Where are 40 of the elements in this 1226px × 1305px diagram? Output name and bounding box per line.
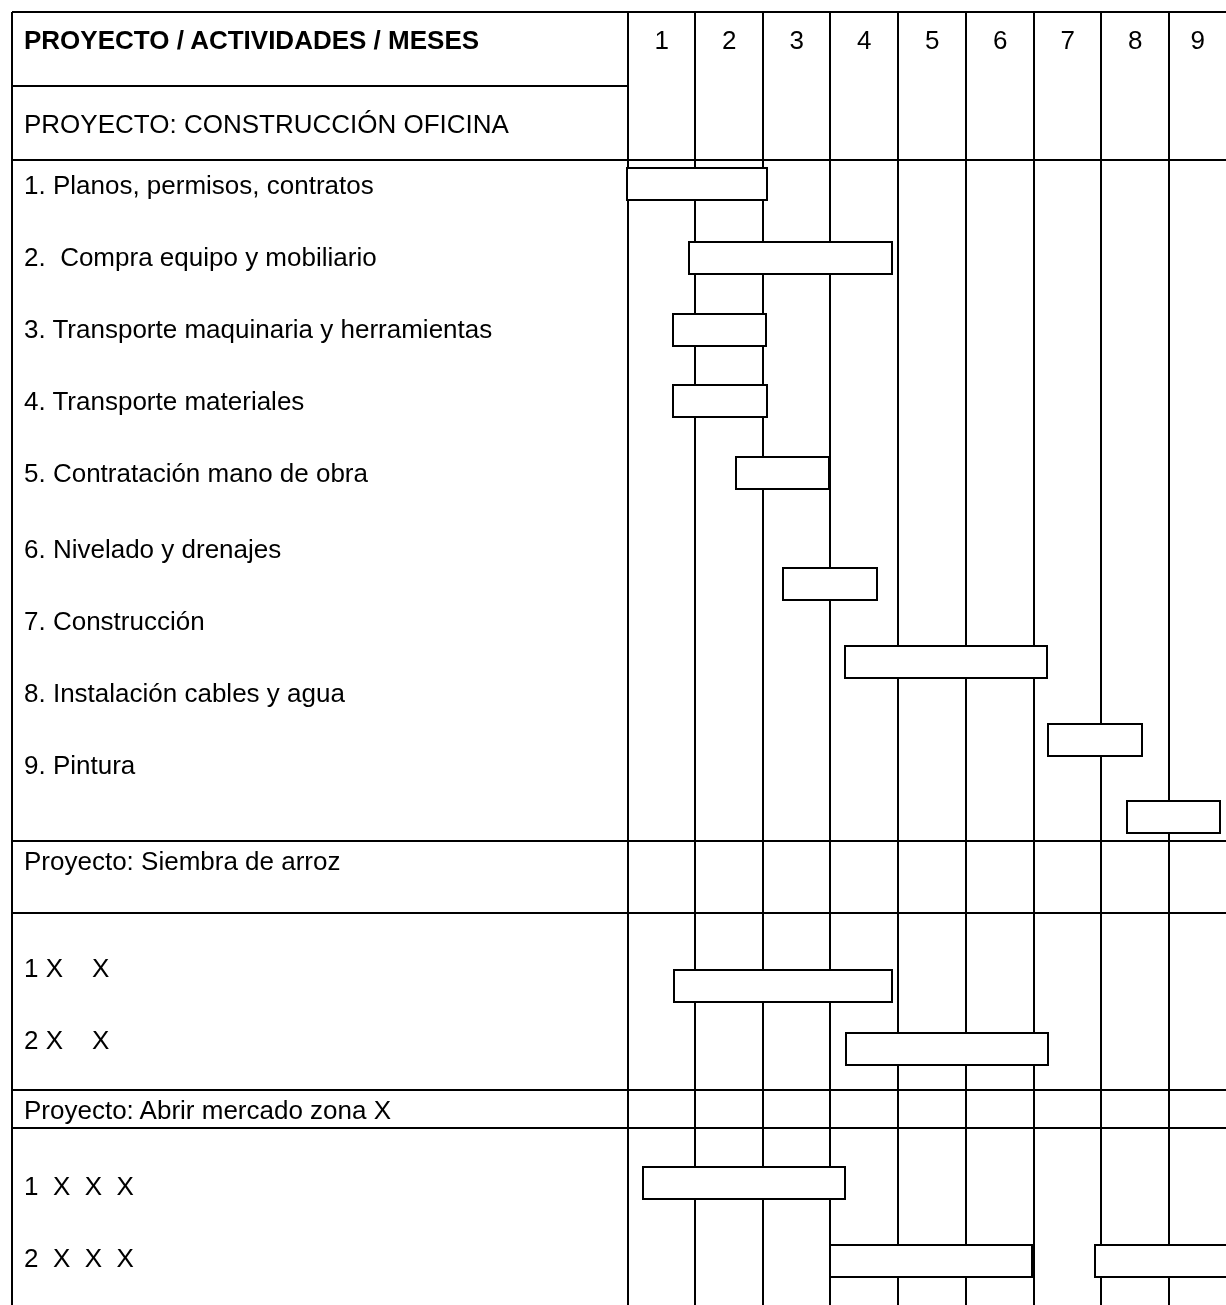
activity-label: 1 X X [24, 953, 110, 983]
month-number: 2 [722, 25, 737, 55]
gantt-bar [1094, 1244, 1226, 1278]
activity-label: 4. Transporte materiales [24, 386, 305, 416]
activity-label: 6. Nivelado y drenajes [24, 534, 282, 564]
activity-label: 9. Pintura [24, 750, 136, 780]
gantt-bar [1126, 800, 1221, 834]
month-number: 7 [1060, 25, 1075, 55]
project-title: Proyecto: Siembra de arroz [24, 846, 341, 876]
gantt-bar [845, 1032, 1049, 1066]
gantt-bar [735, 456, 830, 490]
activity-label: 8. Instalación cables y agua [24, 678, 345, 708]
gantt-bar [642, 1166, 846, 1200]
month-number: 5 [925, 25, 940, 55]
activity-label: 1. Planos, permisos, contratos [24, 170, 374, 200]
month-number: 9 [1190, 25, 1205, 55]
activity-label: 7. Construcción [24, 606, 205, 636]
project-title: Proyecto: Abrir mercado zona X [24, 1095, 392, 1125]
month-number: 8 [1128, 25, 1143, 55]
gantt-bar [688, 241, 893, 275]
month-number: 1 [654, 25, 669, 55]
activity-label: 2. Compra equipo y mobiliario [24, 242, 377, 272]
gantt-bar [672, 384, 768, 418]
gantt-bar [1047, 723, 1143, 757]
activity-label: 2 X X X [24, 1243, 134, 1273]
activity-label: 5. Contratación mano de obra [24, 458, 368, 488]
gantt-bar [829, 1244, 1033, 1278]
activity-label: 3. Transporte maquinaria y herramientas [24, 314, 493, 344]
activity-label: 2 X X [24, 1025, 110, 1055]
month-number: 3 [789, 25, 804, 55]
gantt-bar [844, 645, 1048, 679]
gantt-bar [673, 969, 893, 1003]
gantt-bar [782, 567, 878, 601]
gantt-bar [672, 313, 767, 347]
month-number: 4 [857, 25, 872, 55]
header-cell: PROYECTO / ACTIVIDADES / MESES [24, 25, 480, 55]
month-number: 6 [993, 25, 1008, 55]
gantt-bar [626, 167, 768, 201]
activity-label: 1 X X X [24, 1171, 134, 1201]
project-title: PROYECTO: CONSTRUCCIÓN OFICINA [24, 109, 509, 139]
